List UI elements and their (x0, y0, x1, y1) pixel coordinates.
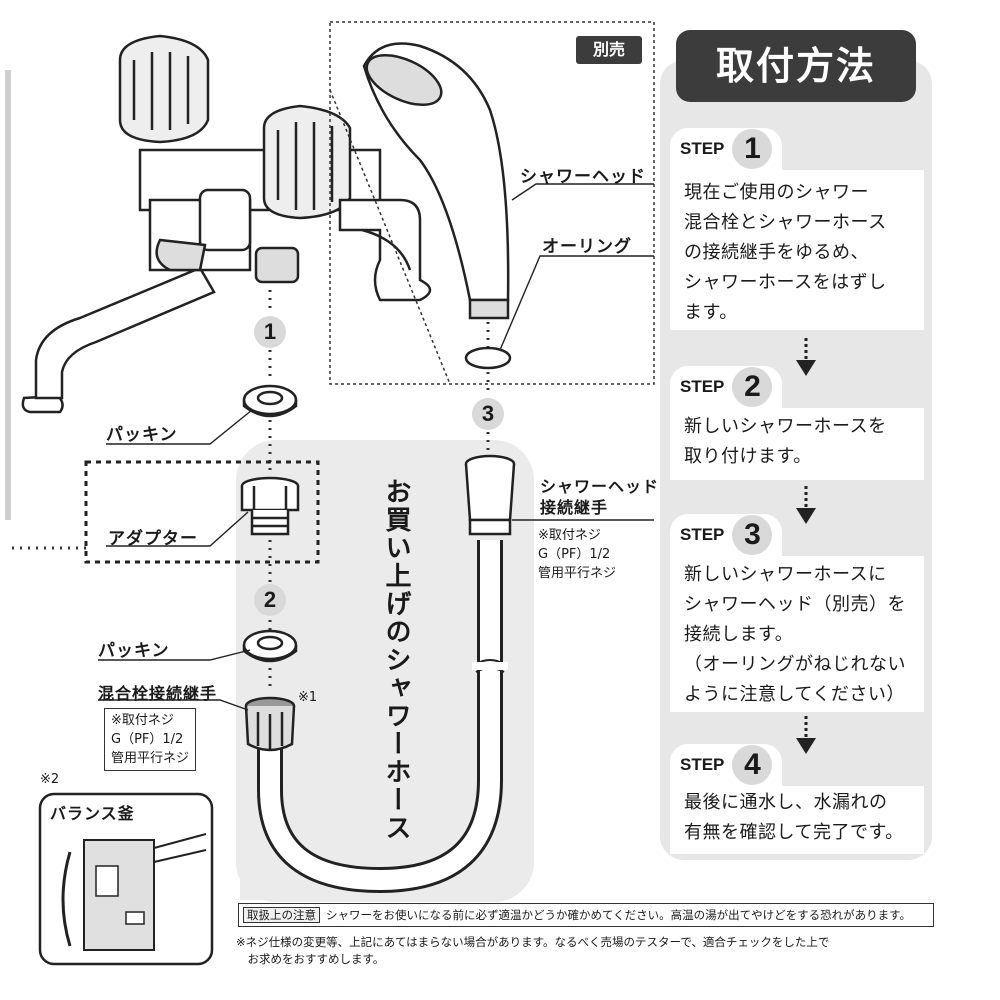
sold-separately-badge: 別売 (576, 36, 642, 64)
step-3-tag: STEP 3 (670, 514, 783, 556)
balance-kama-box (38, 792, 214, 966)
step-3-card (670, 556, 924, 712)
bubble-2: 2 (254, 584, 286, 616)
packing-bottom (242, 629, 298, 663)
caution-tag: 取扱上の注意 (243, 907, 320, 923)
step-4-word: STEP (680, 755, 725, 774)
arrow-down-icon (796, 486, 816, 524)
mixer-joint-mark: ※1 (298, 690, 318, 705)
step-1-text: 現在ご使用のシャワー 混合栓とシャワーホース の接続継手をゆるめ、 シャワーホー… (684, 182, 887, 323)
step-2-text: 新しいシャワーホースを 取り付けます。 (684, 416, 887, 467)
step-3-number: 3 (732, 515, 773, 555)
leader-lines (98, 183, 654, 711)
hose-vertical-caption: お買い上げのシャワーホース (381, 478, 411, 842)
packing-top (242, 384, 298, 418)
step-3-word: STEP (680, 525, 725, 544)
label-packing-top: パッキン (106, 425, 178, 445)
label-packing-bottom: パッキン (98, 641, 170, 661)
head-joint (464, 454, 516, 536)
step-2-tag: STEP 2 (670, 366, 783, 408)
hose-background-box (236, 440, 534, 902)
step-2-number: 2 (732, 367, 773, 407)
step-2-card (670, 408, 924, 480)
caution-box: 取扱上の注意シャワーをお使いになる前に必ず適温かどうか確かめてください。高温の湯… (238, 903, 934, 927)
mixer-joint (244, 696, 296, 752)
step-3-text: 新しいシャワーホースに シャワーヘッド（別売）を 接続します。 （オーリングがね… (684, 564, 906, 705)
label-o-ring: オーリング (542, 237, 632, 257)
faucet-illustration (21, 34, 432, 414)
caution-text: シャワーをお使いになる前に必ず適温かどうか確かめてください。高温の湯が出てやけど… (326, 908, 911, 922)
step-1-number: 1 (732, 129, 773, 169)
bubble-1: 1 (254, 316, 286, 348)
bubble-3: 3 (472, 398, 504, 430)
shower-head (329, 21, 655, 385)
arrow-down-icon (796, 716, 816, 754)
balance-kama-mark: ※2 (40, 772, 60, 787)
step-1-word: STEP (680, 139, 725, 158)
label-balance-kama: バランス釜 (50, 804, 135, 823)
label-head-joint: シャワーヘッド 接続継手 (540, 477, 660, 517)
step-1-tag: STEP 1 (670, 128, 783, 170)
step-4-text: 最後に通水し、水漏れの 有無を確認して完了です。 (684, 792, 904, 843)
step-4-tag: STEP 4 (670, 744, 783, 786)
step-1-card (670, 170, 924, 330)
adapter-highlight-box (84, 460, 320, 564)
label-mixer-joint: 混合栓接続継手 (98, 684, 218, 703)
label-adapter: アダプター (108, 529, 198, 549)
note-mixer-thread: ※取付ネジ G（PF）1/2 管用平行ネジ (104, 708, 197, 771)
shower-hose (257, 540, 508, 894)
arrow-down-icon (796, 338, 816, 376)
label-shower-head: シャワーヘッド (520, 167, 646, 187)
step-4-card (670, 786, 924, 854)
step-2-word: STEP (680, 377, 725, 396)
page-title: 取付方法 (676, 30, 916, 102)
footnote: ※ネジ仕様の変更等、上記にあてはまらない場合があります。なるべく売場のテスターで… (236, 935, 830, 966)
adapter (240, 476, 300, 536)
note-head-thread: ※取付ネジ G（PF）1/2 管用平行ネジ (538, 526, 617, 583)
step-4-number: 4 (732, 745, 773, 785)
